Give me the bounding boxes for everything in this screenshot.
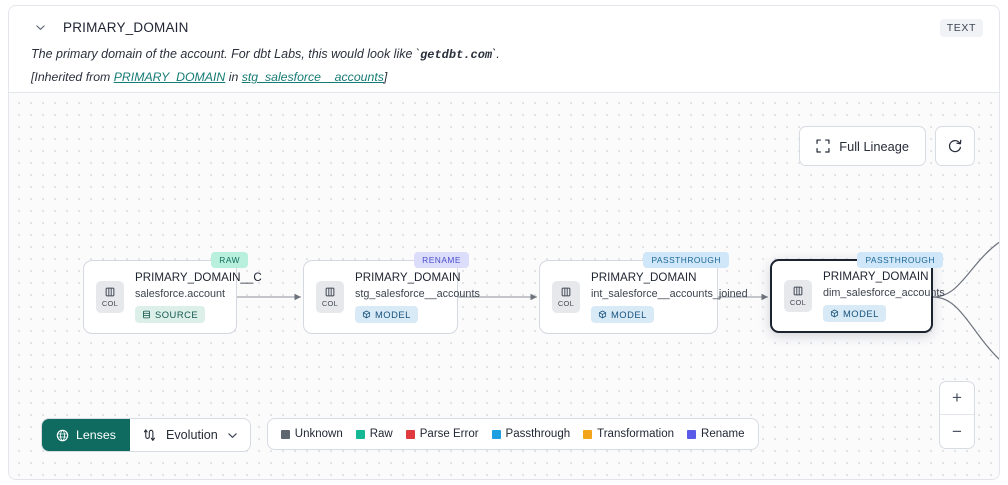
node-kind-badge: MODEL (591, 306, 654, 323)
node-subtitle: salesforce.account (135, 288, 226, 300)
page-title: PRIMARY_DOMAIN (63, 19, 189, 35)
legend-item: Rename (687, 428, 745, 440)
node-kind-badge: MODEL (355, 306, 418, 323)
node-title: PRIMARY_DOMAIN__C (135, 271, 262, 284)
legend-swatch (583, 429, 593, 439)
cube-icon (598, 310, 607, 319)
description-suffix: `. (492, 47, 500, 61)
inherited-from-note: [Inherited from PRIMARY_DOMAIN in stg_sa… (9, 63, 999, 84)
node-kind-label: MODEL (843, 308, 879, 319)
legend-label: Passthrough (505, 428, 571, 440)
chevron-down-icon (227, 430, 238, 441)
collapse-chevron-icon[interactable] (31, 18, 49, 36)
legend-item: Transformation (583, 428, 674, 440)
canvas-top-controls: Full Lineage (799, 126, 975, 166)
node-title: PRIMARY_DOMAIN (591, 271, 697, 284)
lineage-canvas[interactable]: RAW COL PRIMARY_DOMAIN__C salesforce.acc… (9, 92, 999, 479)
node-subtitle: dim_salesforce_accounts (823, 287, 945, 299)
legend-label: Parse Error (419, 428, 479, 440)
refresh-icon (947, 138, 963, 154)
lens-icon (56, 429, 69, 442)
node-tag-badge: PASSTHROUGH (857, 252, 943, 268)
node-title: PRIMARY_DOMAIN (823, 270, 929, 283)
description-code: getdbt.com (420, 48, 493, 62)
inherited-model-link[interactable]: stg_salesforce__accounts (241, 70, 384, 85)
refresh-button[interactable] (935, 126, 975, 166)
lenses-group: Lenses Evolution (41, 418, 251, 452)
lineage-node[interactable]: PASSTHROUGH COL PRIMARY_DOMAIN int_sales… (539, 252, 748, 334)
node-tag-badge: RAW (211, 252, 248, 268)
node-kind-badge: SOURCE (135, 306, 206, 323)
zoom-in-button[interactable]: + (940, 382, 974, 415)
col-badge-label: COL (557, 299, 575, 308)
node-kind-label: MODEL (375, 309, 411, 320)
legend-swatch (355, 429, 365, 439)
full-lineage-label: Full Lineage (839, 138, 909, 154)
col-badge: COL (96, 281, 124, 313)
col-badge-label: COL (321, 299, 339, 308)
zoom-out-button[interactable]: − (952, 421, 962, 441)
canvas-toolbar: Lenses Evolution (41, 418, 759, 452)
cube-icon (830, 309, 839, 318)
evolution-icon (142, 428, 157, 443)
expand-icon (816, 139, 830, 153)
legend-swatch (491, 429, 501, 439)
full-lineage-button[interactable]: Full Lineage (799, 126, 926, 166)
node-kind-badge: MODEL (823, 305, 886, 322)
node-tag-badge: RENAME (414, 252, 469, 268)
lineage-edges (237, 241, 999, 360)
legend-swatch (687, 429, 697, 439)
evolution-dropdown[interactable]: Evolution (130, 419, 250, 451)
node-subtitle: int_salesforce__accounts_joined (591, 288, 748, 300)
inherited-column-link[interactable]: PRIMARY_DOMAIN (113, 70, 226, 85)
node-title: PRIMARY_DOMAIN (355, 271, 461, 284)
legend-item: Raw (355, 428, 393, 440)
legend-label: Transformation (597, 428, 675, 440)
col-badge-label: COL (101, 299, 119, 308)
col-badge: COL (316, 281, 344, 313)
type-badge: TEXT (939, 19, 983, 37)
node-kind-label: MODEL (611, 309, 647, 320)
database-icon (142, 310, 151, 319)
legend-swatch (405, 429, 415, 439)
legend-item: Passthrough (491, 428, 571, 440)
column-description: The primary domain of the account. For d… (9, 36, 999, 63)
lineage-node-selected[interactable]: PASSTHROUGH COL PRIMARY_DOMAIN dim_sales… (770, 252, 945, 333)
zoom-controls: + − (939, 381, 975, 449)
inherited-mid: in (225, 70, 242, 85)
evolution-label: Evolution (165, 428, 218, 442)
legend-item: Parse Error (405, 428, 479, 440)
legend-swatch (280, 429, 290, 439)
legend-item: Unknown (280, 428, 343, 440)
legend-label: Raw (369, 428, 393, 440)
col-badge-label: COL (789, 298, 807, 307)
node-kind-label: SOURCE (155, 309, 199, 320)
lineage-node[interactable]: RAW COL PRIMARY_DOMAIN__C salesforce.acc… (83, 252, 262, 334)
node-subtitle: stg_salesforce__accounts (355, 288, 480, 300)
description-prefix: The primary domain of the account. For d… (31, 47, 421, 61)
lineage-node[interactable]: RENAME COL PRIMARY_DOMAIN stg_salesforce… (303, 252, 480, 334)
lenses-label: Lenses (76, 428, 116, 442)
column-lineage-panel: PRIMARY_DOMAIN TEXT The primary domain o… (8, 5, 1000, 480)
lineage-legend: Unknown Raw Parse Error Passthrough Tran… (266, 418, 759, 450)
lenses-button[interactable]: Lenses (42, 419, 130, 451)
cube-icon (362, 310, 371, 319)
legend-label: Rename (701, 428, 745, 440)
legend-label: Unknown (294, 428, 343, 440)
col-badge: COL (552, 281, 580, 313)
inherited-prefix: [Inherited from (31, 70, 114, 85)
column-header: PRIMARY_DOMAIN TEXT The primary domain o… (9, 6, 999, 91)
col-badge: COL (784, 280, 812, 312)
node-tag-badge: PASSTHROUGH (643, 252, 729, 268)
inherited-suffix: ] (383, 70, 388, 85)
